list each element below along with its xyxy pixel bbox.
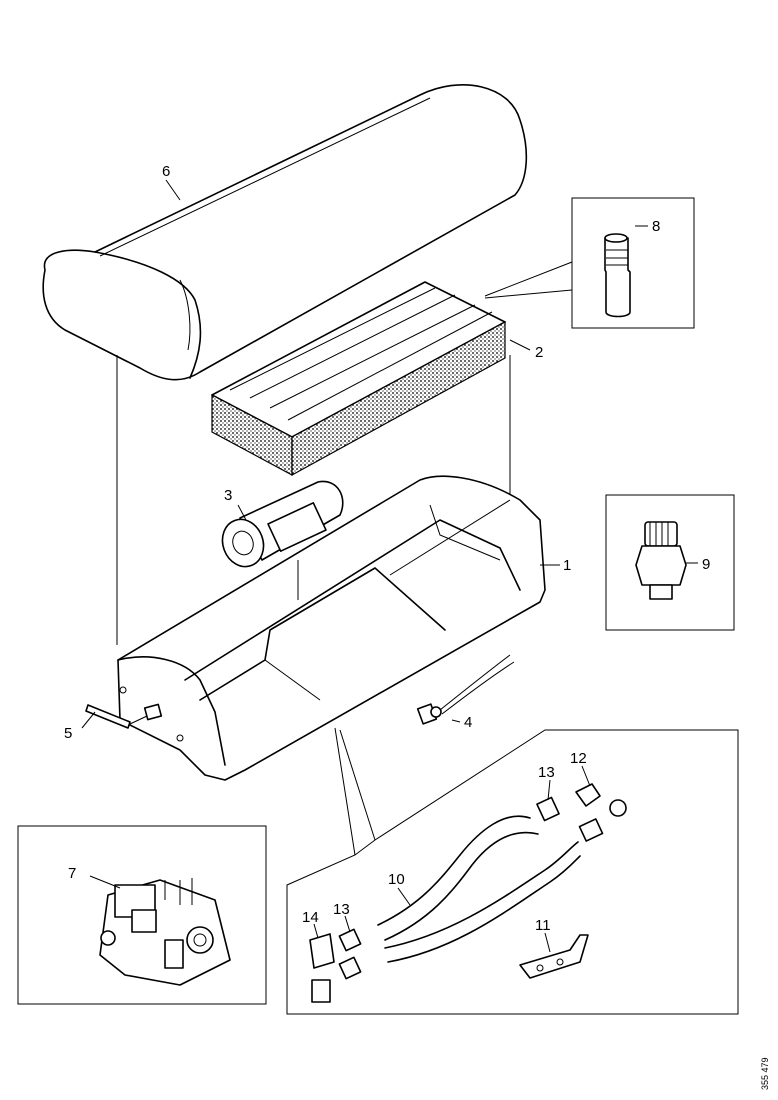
callout-14: 14 [302,909,319,926]
part-1-housing [117,475,546,781]
callout-1: 1 [563,557,571,574]
callout-5: 5 [64,725,72,742]
document-id: 355 479 [760,1057,770,1090]
callout-2: 2 [535,344,543,361]
inset-part-9 [605,494,735,631]
callout-12: 12 [570,750,587,767]
part-3-motor [221,480,344,600]
leader-tray-to-inset [334,727,376,856]
callout-7: 7 [68,865,76,882]
callout-3: 3 [224,487,232,504]
callout-11: 11 [535,917,551,934]
callout-13-lower: 13 [333,901,350,918]
callout-9: 9 [702,556,710,573]
callout-leaders [81,179,698,953]
inset-part-8 [484,197,695,329]
inset-part-7 [17,825,267,1005]
part-6-cover [42,84,528,381]
part-5-bolt [85,703,163,729]
callout-4: 4 [464,714,472,731]
callout-8: 8 [652,218,660,235]
callout-10: 10 [388,871,405,888]
inset-parts-10-14 [286,729,739,1015]
callout-6: 6 [162,163,170,180]
callout-13-upper: 13 [538,764,555,781]
part-4-sensor [416,654,515,725]
part-2-heat-exchanger [211,281,506,477]
